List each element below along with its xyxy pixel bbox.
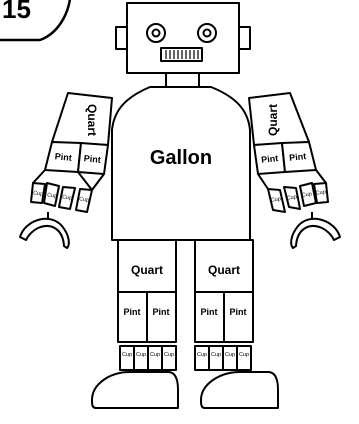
right-arm-quart-label: Quart bbox=[266, 104, 280, 136]
right-leg-cup-3 bbox=[223, 346, 237, 370]
left-leg-quart-label: Quart bbox=[131, 263, 163, 277]
right-leg-cup-label-1: Cup bbox=[197, 352, 207, 358]
right-leg-cup-2 bbox=[209, 346, 223, 370]
gallon-label: Gallon bbox=[150, 147, 212, 169]
left-leg-pint-label-2: Pint bbox=[153, 307, 170, 317]
left-leg-cup-label-3: Cup bbox=[150, 352, 160, 358]
left-leg-cup-3 bbox=[148, 346, 162, 370]
right-arm-pint-label-1: Pint bbox=[261, 153, 279, 165]
left-leg-cup-4 bbox=[162, 346, 176, 370]
left-leg-cup-2 bbox=[134, 346, 148, 370]
left-leg-cup-1 bbox=[120, 346, 134, 370]
right-leg-cup-label-2: Cup bbox=[211, 352, 221, 358]
right-leg-pint-2 bbox=[224, 292, 253, 342]
right-arm-pint-label-2: Pint bbox=[289, 151, 307, 163]
left-leg-cup-label-1: Cup bbox=[122, 352, 132, 358]
left-arm-quart-label: Quart bbox=[85, 104, 99, 136]
left-leg-cup-label-4: Cup bbox=[164, 352, 174, 358]
left-arm-pint-label-2: Pint bbox=[83, 153, 101, 165]
right-leg-cup-label-4: Cup bbox=[239, 352, 249, 358]
right-leg-pint-1 bbox=[195, 292, 224, 342]
badge-number: 15 bbox=[2, 0, 31, 24]
neck bbox=[166, 73, 199, 87]
right-leg-cup-label-3: Cup bbox=[225, 352, 235, 358]
right-arm bbox=[249, 93, 340, 248]
right-leg-pint-label-1: Pint bbox=[201, 307, 218, 317]
left-leg-cup-label-2: Cup bbox=[136, 352, 146, 358]
robot-head bbox=[116, 3, 250, 87]
right-leg-quart-label: Quart bbox=[208, 263, 240, 277]
right-leg-cup-1 bbox=[195, 346, 209, 370]
right-claw bbox=[291, 219, 340, 248]
number-badge: 15 bbox=[0, 0, 70, 40]
left-leg-pint-1 bbox=[118, 292, 147, 342]
head-box bbox=[127, 3, 239, 73]
right-leg-cup-4 bbox=[237, 346, 251, 370]
left-arm-quart-block bbox=[52, 93, 112, 145]
right-leg-pint-label-2: Pint bbox=[230, 307, 247, 317]
left-arm-pint-label-1: Pint bbox=[54, 151, 72, 163]
left-leg-pint-label-1: Pint bbox=[124, 307, 141, 317]
right-foot bbox=[201, 372, 278, 408]
left-leg-pint-2 bbox=[147, 292, 176, 342]
left-foot bbox=[92, 372, 178, 408]
left-claw bbox=[20, 219, 69, 248]
